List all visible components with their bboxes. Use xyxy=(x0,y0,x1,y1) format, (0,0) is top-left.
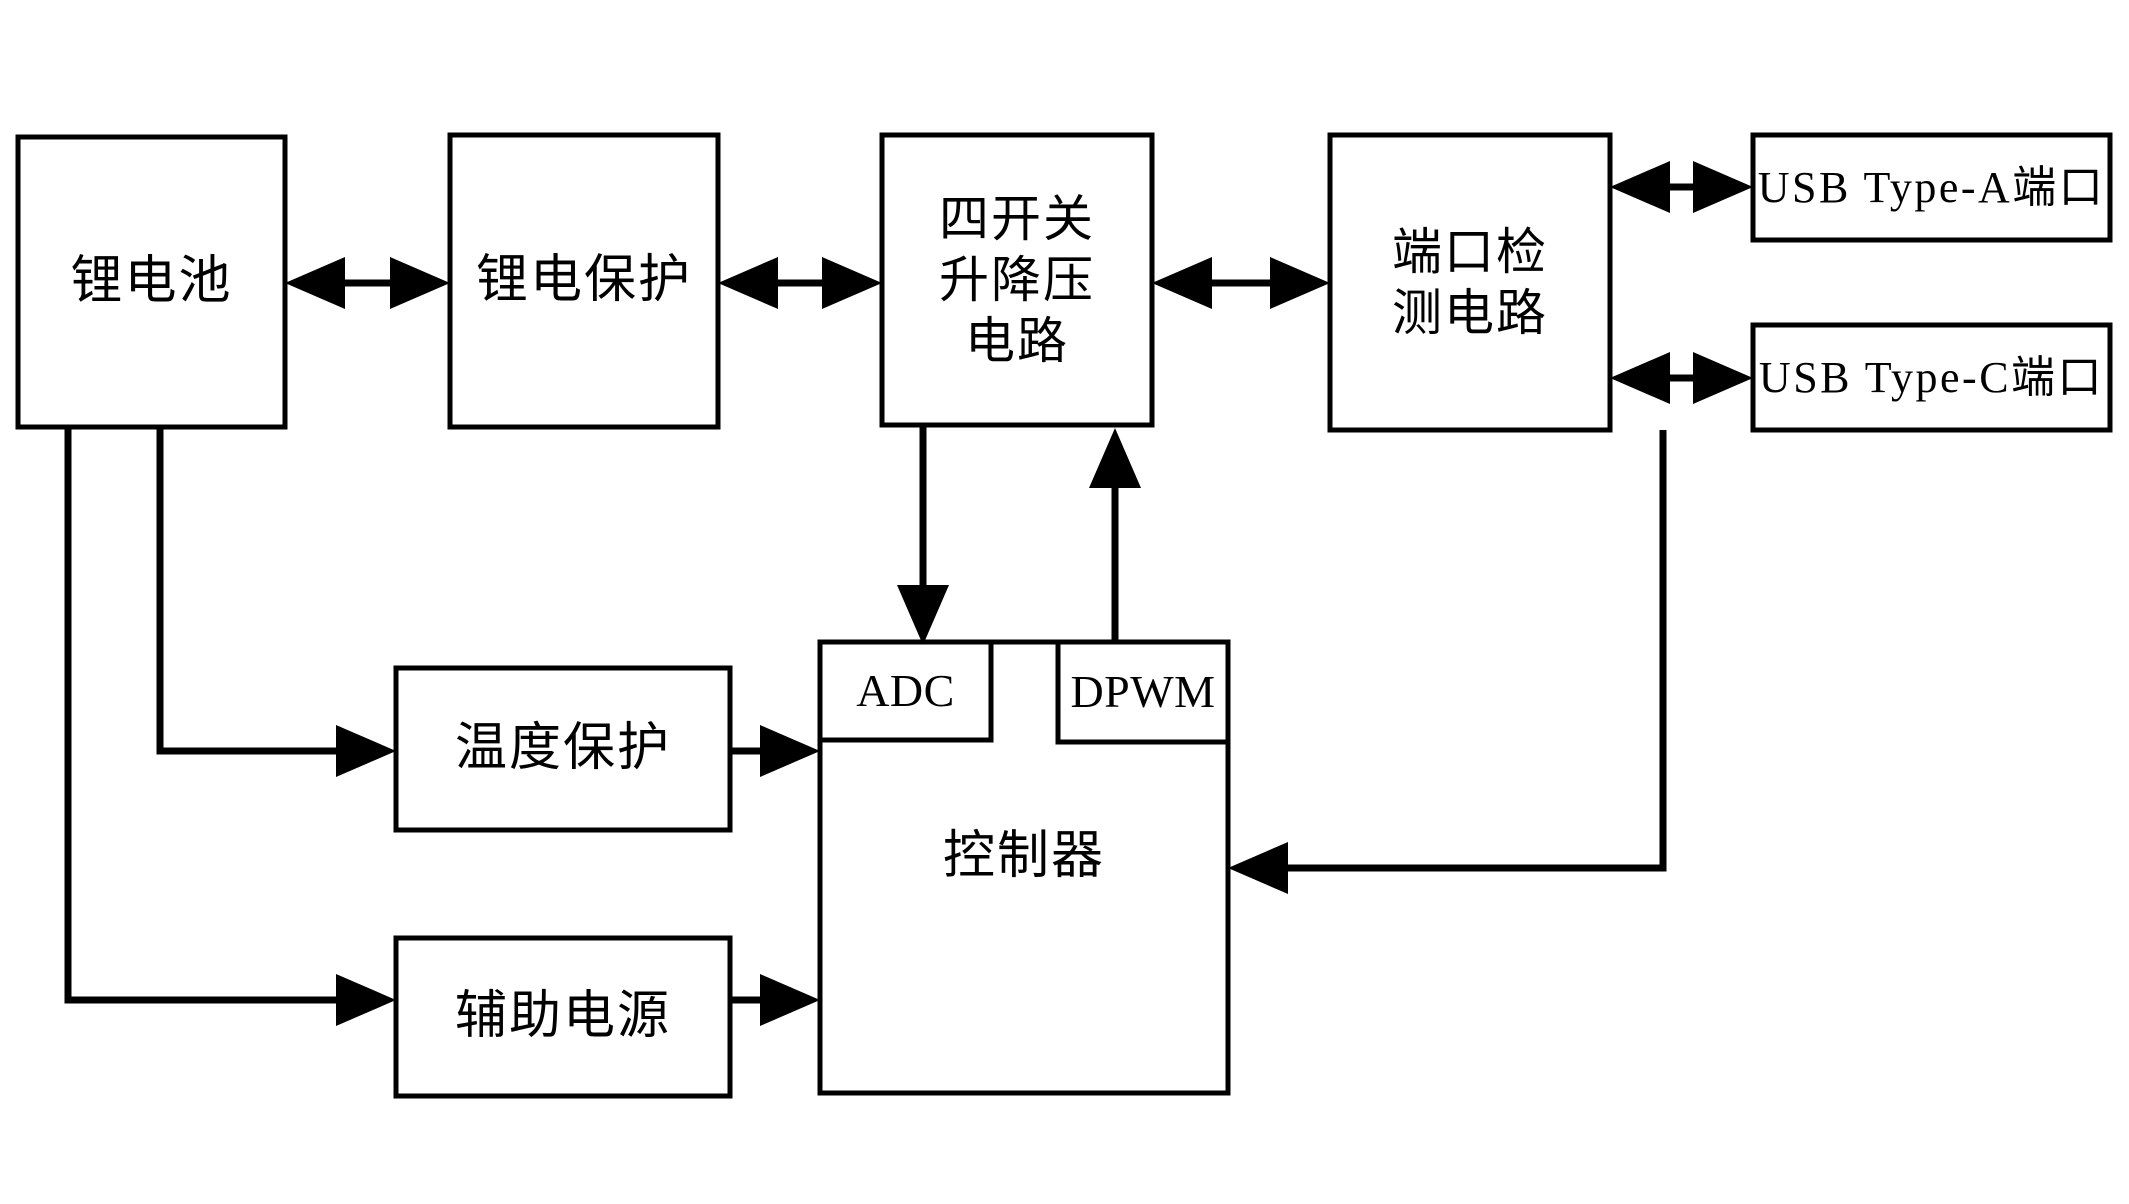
connector-port-detection-to-usb-type-c xyxy=(1610,352,1753,404)
block-battery-protection[interactable] xyxy=(447,132,721,430)
connector-battery-to-auxiliary-supply xyxy=(64,427,396,1026)
connector-auxiliary-supply-to-controller xyxy=(730,974,820,1026)
block-buck-boost-circuit[interactable] xyxy=(879,132,1155,428)
connector-temperature-protection-to-adc xyxy=(730,725,820,777)
block-auxiliary-supply[interactable] xyxy=(393,935,733,1099)
block-usb-type-a-port[interactable] xyxy=(1750,132,2113,243)
connector-usb-type-c-to-controller xyxy=(1228,430,1667,894)
block-dpwm[interactable] xyxy=(1055,639,1231,745)
connector-battery-to-temperature-protection xyxy=(156,427,396,777)
connector-battery-protection-to-buck-boost xyxy=(718,257,882,309)
connector-buck-boost-to-adc xyxy=(897,425,949,645)
connector-dpwm-to-buck-boost xyxy=(1089,428,1141,642)
connector-buck-boost-to-port-detection xyxy=(1152,257,1330,309)
connector-port-detection-to-usb-type-a xyxy=(1610,161,1753,213)
block-battery[interactable] xyxy=(15,134,288,430)
block-usb-type-c-port[interactable] xyxy=(1750,322,2113,433)
block-adc[interactable] xyxy=(817,639,994,743)
block-port-detection-circuit[interactable] xyxy=(1327,132,1613,433)
connector-battery-to-battery-protection xyxy=(285,257,450,309)
block-temperature-protection[interactable] xyxy=(393,665,733,833)
